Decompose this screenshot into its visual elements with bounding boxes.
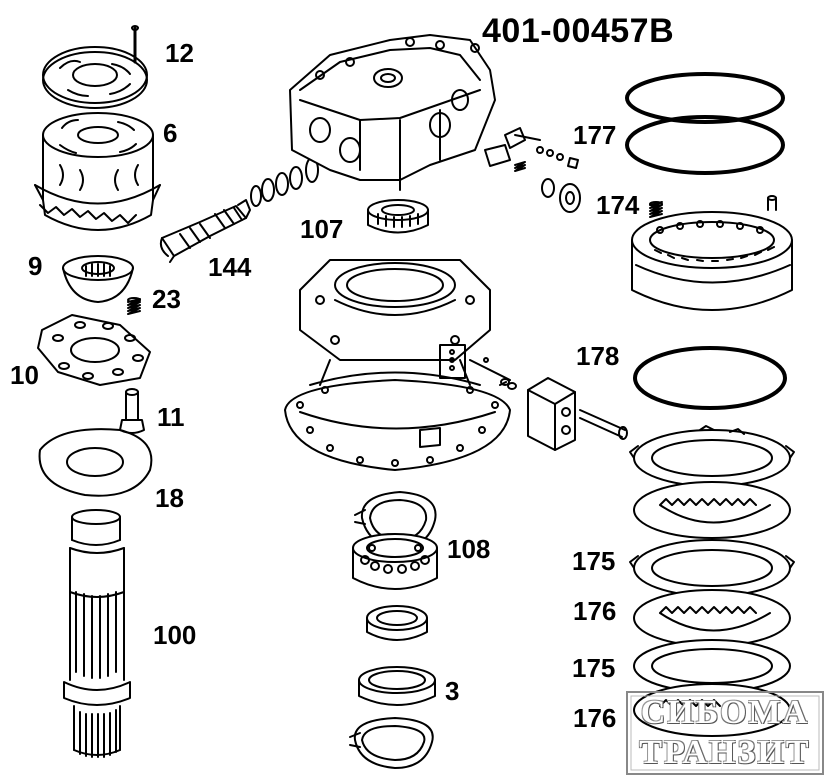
retainer-plate-part-10 <box>37 314 151 386</box>
o-ring-part-178 <box>633 346 787 410</box>
part-label-100: 100 <box>153 620 197 650</box>
part-label-10: 10 <box>10 360 39 390</box>
bearing-part-107 <box>367 199 429 234</box>
plate-stack-175-176 <box>629 425 795 737</box>
thrust-washer-part-18 <box>38 428 153 497</box>
spring-part-23 <box>127 297 141 315</box>
motor-housing <box>284 259 511 471</box>
snap-ring-lower <box>349 717 434 769</box>
part-label-18: 18 <box>155 483 184 513</box>
spherical-bushing-part-9 <box>62 255 134 303</box>
part-label-176-b: 176 <box>573 703 617 733</box>
valve-spool-parts <box>484 127 581 213</box>
o-rings-part-177 <box>625 72 785 175</box>
part-label-107: 107 <box>300 214 344 244</box>
watermark-line-2: ТРАНЗИТ <box>639 734 811 771</box>
part-label-177: 177 <box>573 120 617 150</box>
watermark-frame <box>626 691 824 775</box>
part-label-6: 6 <box>163 118 178 148</box>
valve-plate-part-12 <box>42 25 148 109</box>
brake-piston-part-174 <box>631 195 793 311</box>
part-label-3: 3 <box>445 676 460 706</box>
part-label-108: 108 <box>447 534 491 564</box>
valve-housing <box>289 34 496 191</box>
part-label-175-a: 175 <box>572 546 616 576</box>
part-label-23: 23 <box>152 284 181 314</box>
port-block <box>483 357 628 451</box>
part-label-175-b: 175 <box>572 653 616 683</box>
diagram-title: 401-00457B <box>482 12 675 50</box>
relief-valve-part-144 <box>159 157 319 263</box>
spacer-ring <box>366 605 428 641</box>
part-label-9: 9 <box>28 251 43 281</box>
watermark: СИБОМА ТРАНЗИТ <box>625 690 825 776</box>
part-label-144: 144 <box>208 252 252 282</box>
drive-shaft-part-100 <box>63 509 131 758</box>
cylinder-block-part-6 <box>34 112 161 231</box>
part-label-176-a: 176 <box>573 596 617 626</box>
watermark-line-1: СИБОМА <box>640 694 810 731</box>
part-label-12: 12 <box>165 38 194 68</box>
ring-part-3 <box>358 666 436 706</box>
roller-bearing-part-108 <box>352 533 438 590</box>
part-label-174: 174 <box>596 190 640 220</box>
piston-part-11 <box>119 388 145 434</box>
part-label-178: 178 <box>576 341 620 371</box>
part-label-11: 11 <box>157 402 185 432</box>
